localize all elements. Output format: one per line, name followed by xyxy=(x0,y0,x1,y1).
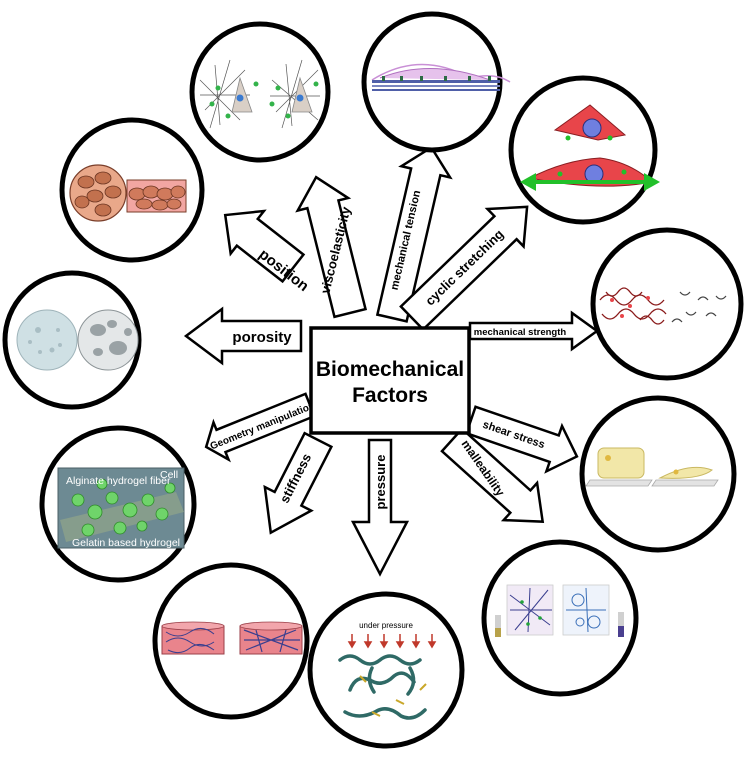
arrow-viscoelasticity xyxy=(295,175,368,319)
panel-stiffness xyxy=(152,562,310,720)
panel-position xyxy=(59,117,205,263)
center-box: Biomechanical Factors xyxy=(309,326,471,435)
panel-geometry-manipulation: Alginate hydrogel fiber Cell Gelatin bas… xyxy=(39,425,197,583)
panel-pressure-label: under pressure xyxy=(359,621,413,630)
arrow-shear-stress xyxy=(464,405,579,474)
arrow-label-pressure: pressure xyxy=(373,455,388,510)
arrow-geometry-manipulation xyxy=(204,392,317,463)
arrow-label-cyclic-stretching: cyclic stretching xyxy=(422,226,506,308)
panel-malleability xyxy=(481,539,639,697)
hydrogel-cell-label: Cell xyxy=(160,469,178,481)
arrow-stiffness xyxy=(263,431,334,535)
center-title-line2: Factors xyxy=(352,384,428,407)
hydrogel-gelatin-label: Gelatin based hydrogel xyxy=(72,537,180,549)
arrow-cyclic-stretching xyxy=(399,205,529,332)
panel-shear-stress xyxy=(579,395,737,553)
arrow-mechanical-strength: mechanical strength xyxy=(468,310,600,352)
arrow-label-mechanical-strength: mechanical strength xyxy=(474,327,567,338)
center-title-line1: Biomechanical xyxy=(316,358,464,381)
arrow-position xyxy=(223,209,306,284)
panel-pressure: under pressure xyxy=(307,591,465,749)
arrow-label-porosity: porosity xyxy=(232,329,292,346)
panel-cyclic-stretching xyxy=(508,75,660,225)
panel-porosity xyxy=(2,270,142,410)
panel-mechanical-strength xyxy=(590,227,744,381)
hydrogel-fiber-label: Alginate hydrogel fiber xyxy=(66,475,171,487)
arrow-porosity: porosity xyxy=(183,306,303,366)
panel-viscoelasticity xyxy=(189,21,331,163)
panel-mechanical-tension xyxy=(361,11,511,153)
arrow-pressure xyxy=(350,438,410,577)
arrow-malleability xyxy=(440,427,545,523)
